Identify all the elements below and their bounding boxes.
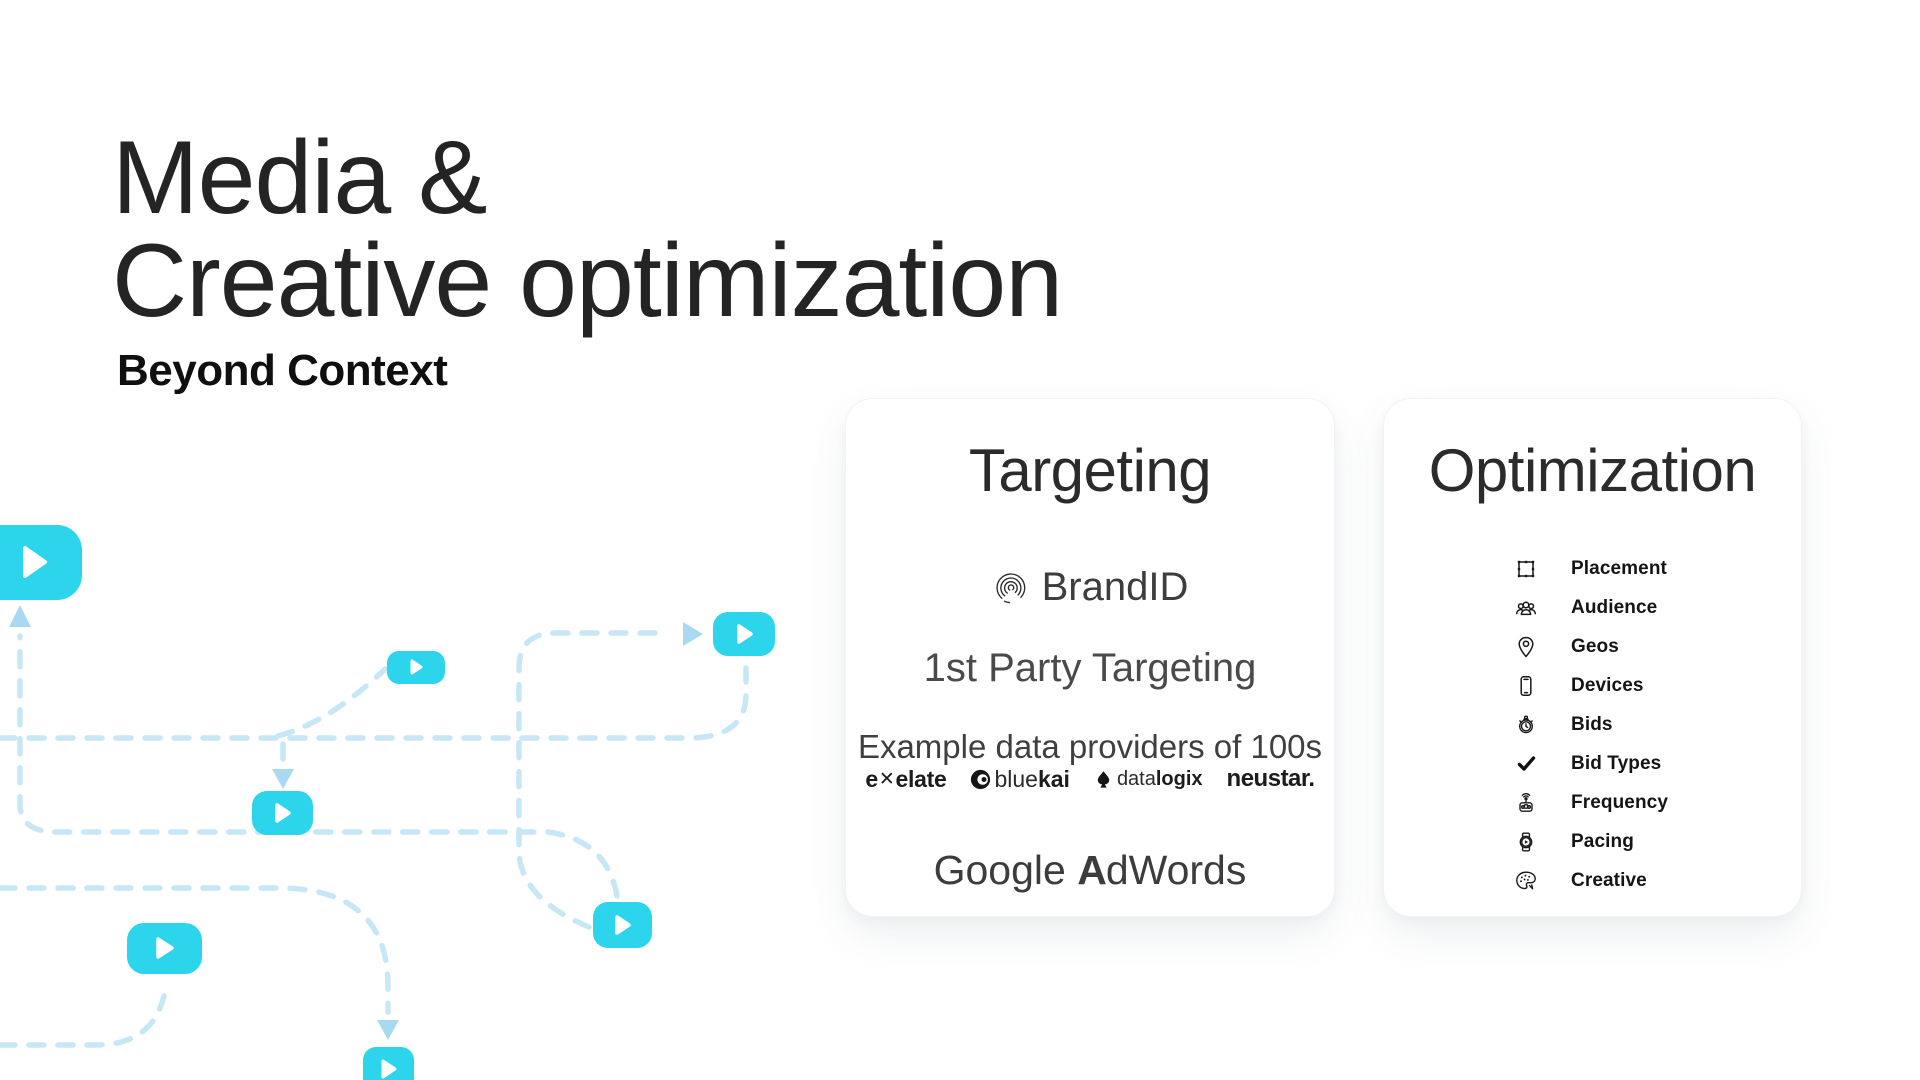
geos-icon <box>1512 633 1540 661</box>
brand-id-row: BrandID <box>846 565 1334 609</box>
adwords-google-text: Google <box>933 847 1066 893</box>
list-item-label: Frequency <box>1571 791 1668 813</box>
optimization-card: Optimization Placement <box>1383 398 1802 917</box>
play-icon <box>381 1059 397 1079</box>
list-item-creative: Creative <box>1384 861 1801 900</box>
first-party-label: 1st Party Targeting <box>923 646 1257 690</box>
arrow-down-icon <box>377 1020 399 1040</box>
datalogix-logo-text: data <box>1116 767 1156 790</box>
adwords-a-icon: A <box>1077 847 1107 893</box>
targeting-card-title: Targeting <box>968 437 1212 504</box>
brand-id-label: BrandID <box>1041 564 1189 609</box>
exelate-x-icon: ✕ <box>878 768 895 790</box>
flow-path-node1-node5 <box>17 633 620 899</box>
flow-path-bottom-node6 <box>0 993 167 1048</box>
page-title: Media & Creative optimization <box>112 120 1063 339</box>
play-icon <box>615 915 631 935</box>
flow-path-node5-node3 <box>516 630 671 930</box>
providers-heading: Example data providers of 100s <box>857 728 1323 765</box>
flow-node <box>387 651 445 684</box>
bluekai-logo: bluekai <box>970 765 1070 793</box>
list-item-label: Pacing <box>1571 830 1634 852</box>
play-icon <box>275 803 291 823</box>
targeting-card: Targeting BrandID 1st Party Targeting Ex… <box>845 398 1335 917</box>
list-item-bids: Bids <box>1384 705 1801 744</box>
list-item-label: Bid Types <box>1571 752 1662 774</box>
page-title-line1: Media & <box>112 120 488 236</box>
flow-path-left-node7 <box>0 885 391 1015</box>
list-item-label: Placement <box>1571 557 1667 579</box>
pacing-icon <box>1512 828 1540 856</box>
adwords-rest-text: dWords <box>1105 847 1247 893</box>
data-provider-logos: e✕elate bluekai datalogix neustar. <box>846 762 1334 796</box>
exelate-logo: e✕elate <box>865 766 946 793</box>
play-icon <box>156 937 174 959</box>
exelate-logo-text: e <box>865 765 878 792</box>
flow-node <box>127 923 202 974</box>
bid-types-icon <box>1512 750 1540 778</box>
bids-icon <box>1512 711 1540 739</box>
bluekai-logo-text: blue <box>994 765 1038 792</box>
page-title-line2: Creative optimization <box>112 223 1063 339</box>
devices-icon <box>1512 672 1540 700</box>
audience-icon <box>1512 594 1540 622</box>
list-item-placement: Placement <box>1384 549 1801 588</box>
flow-node <box>252 791 313 835</box>
list-item-audience: Audience <box>1384 588 1801 627</box>
optimization-card-title: Optimization <box>1428 437 1757 504</box>
flow-node <box>363 1047 414 1080</box>
arrow-right-icon <box>683 622 703 646</box>
datalogix-logo: datalogix <box>1094 768 1203 791</box>
flow-node <box>593 902 652 948</box>
bluekai-logo-text: kai <box>1037 765 1070 792</box>
list-item-geos: Geos <box>1384 627 1801 666</box>
placement-icon <box>1512 555 1540 583</box>
neustar-logo: neustar. <box>1226 765 1316 792</box>
page-subtitle: Beyond Context <box>117 346 448 395</box>
bluekai-circle-icon <box>971 769 991 789</box>
flow-path-horizontal-node3 <box>0 665 749 741</box>
list-item-devices: Devices <box>1384 666 1801 705</box>
google-adwords-logo: Google AdWords <box>846 847 1334 894</box>
datalogix-logo-text: logix <box>1155 767 1203 790</box>
play-icon <box>410 659 423 675</box>
frequency-icon <box>1512 789 1540 817</box>
list-item-frequency: Frequency <box>1384 783 1801 822</box>
datalogix-spade-icon <box>1097 770 1110 788</box>
list-item-label: Bids <box>1571 713 1613 735</box>
arrow-up-icon <box>9 605 31 627</box>
list-item-pacing: Pacing <box>1384 822 1801 861</box>
list-item-label: Devices <box>1571 674 1644 696</box>
fingerprint-icon <box>996 573 1025 604</box>
arrow-down-icon <box>272 769 294 789</box>
flow-node <box>713 612 775 656</box>
play-icon <box>23 546 47 578</box>
creative-icon <box>1512 867 1540 895</box>
list-item-label: Geos <box>1571 635 1619 657</box>
play-icon <box>737 624 753 644</box>
list-item-bid-types: Bid Types <box>1384 744 1801 783</box>
list-item-label: Creative <box>1571 869 1647 891</box>
flow-path-arc-node2 <box>275 666 388 739</box>
list-item-label: Audience <box>1571 596 1658 618</box>
flow-node <box>0 525 82 600</box>
exelate-logo-text: elate <box>895 765 947 792</box>
optimization-list: Placement Audience <box>1384 549 1801 900</box>
